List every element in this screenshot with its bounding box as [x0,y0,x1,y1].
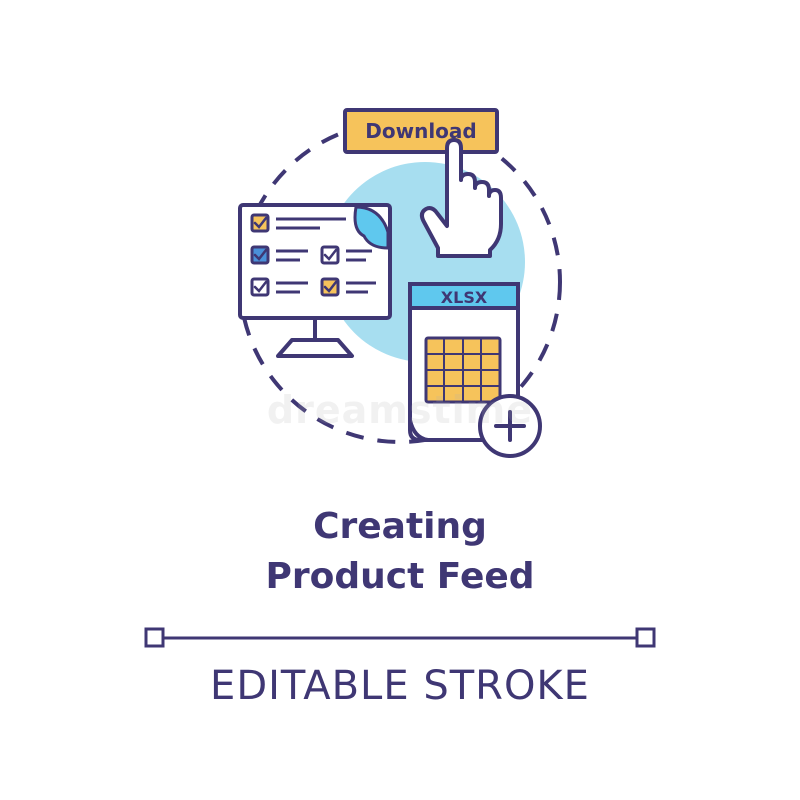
concept-title: Creating Product Feed [0,502,800,602]
monitor-icon [238,203,392,358]
add-circle-icon [478,394,542,458]
download-button[interactable]: Download [343,108,499,154]
title-line-2: Product Feed [265,556,535,597]
title-line-1: Creating [313,506,487,547]
illustration-canvas: Download [238,108,562,458]
watermark: dreamstime [266,388,534,432]
product-feed-illustration: Download [238,108,562,458]
download-button-label: Download [365,119,476,143]
editable-stroke-label: EDITABLE STROKE [210,663,590,709]
file-type-label: XLSX [441,288,488,307]
pointing-hand-icon [419,138,503,258]
divider-handle-right [635,627,656,648]
editable-stroke-divider [144,627,656,648]
divider-handle-left [144,627,165,648]
